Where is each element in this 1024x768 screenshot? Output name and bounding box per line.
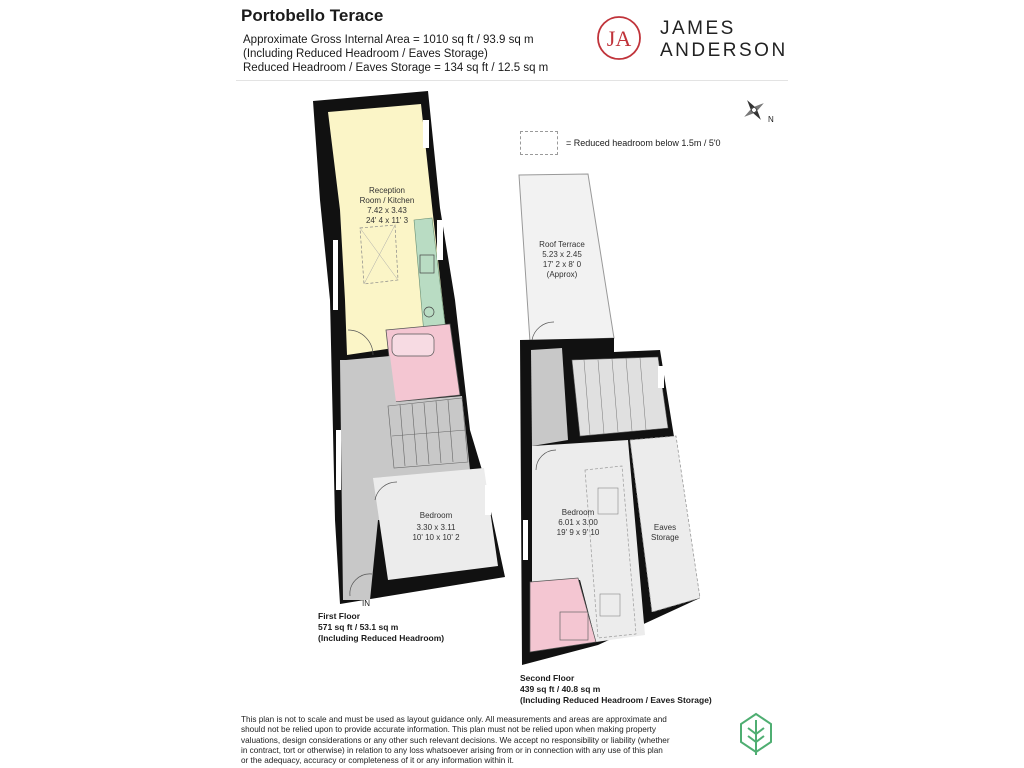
reception-name-1: Reception	[369, 186, 405, 195]
gross-area-note: (Including Reduced Headroom / Eaves Stor…	[243, 48, 488, 60]
second-floor-name: Second Floor	[520, 673, 575, 683]
terrace-name: Roof Terrace	[539, 240, 585, 249]
reduced-headroom-legend-swatch	[520, 131, 558, 155]
first-floor-window	[333, 240, 338, 310]
reception-imperial: 24' 4 x 11' 3	[366, 216, 409, 225]
second-floor-bedroom-floor	[532, 440, 645, 642]
second-floor-skylight	[597, 487, 619, 515]
compass-icon	[744, 100, 764, 120]
first-floor-name: First Floor	[318, 611, 361, 621]
second-floor-shower-room	[529, 577, 597, 653]
area-summary: Approximate Gross Internal Area = 1010 s…	[243, 33, 548, 75]
bedroom-door	[374, 481, 398, 501]
second-floor-caption: Second Floor 439 sq ft / 40.8 sq m (Incl…	[520, 673, 712, 706]
first-floor-window	[423, 120, 429, 148]
compass-north-label: N	[768, 115, 774, 124]
terrace-imperial: 17' 2 x 8' 0	[543, 260, 582, 269]
first-floor-area: 571 sq ft / 53.1 sq m	[318, 622, 399, 632]
bedroom2-metric: 6.01 x 3.00	[558, 518, 598, 527]
bedroom2-name: Bedroom	[562, 508, 595, 517]
entrance-label: IN	[362, 599, 370, 608]
reception-room-floor	[328, 104, 447, 355]
eaves-name-2: Storage	[651, 533, 680, 542]
terrace-note: (Approx)	[547, 270, 578, 279]
bedroom1-name: Bedroom	[420, 511, 453, 520]
disclaimer-text: This plan is not to scale and must be us…	[241, 715, 670, 766]
logo-monogram: JA	[607, 26, 632, 51]
second-floor-note: (Including Reduced Headroom / Eaves Stor…	[520, 695, 712, 705]
agency-name: JAMES ANDERSON	[660, 18, 788, 62]
first-floor-bedroom-floor	[373, 468, 498, 580]
second-floor-skylight	[599, 593, 621, 617]
first-floor-caption: First Floor 571 sq ft / 53.1 sq m (Inclu…	[318, 611, 444, 644]
second-floor-stairs	[571, 356, 669, 437]
terrace-door	[531, 321, 555, 341]
agency-name-line-2: ANDERSON	[660, 40, 788, 61]
kitchen-hob	[423, 306, 435, 318]
agency-name-line-1: JAMES	[660, 18, 736, 39]
bathtub	[391, 333, 435, 357]
property-title: Portobello Terace	[241, 6, 384, 25]
reception-door	[347, 329, 374, 356]
bedroom1-metric: 3.30 x 3.11	[417, 523, 457, 532]
reception-metric: 7.42 x 3.43	[367, 206, 407, 215]
reception-name-2: Room / Kitchen	[360, 196, 415, 205]
agency-logo: JA	[597, 16, 641, 60]
first-floor-note: (Including Reduced Headroom)	[318, 633, 445, 643]
entrance-door	[349, 573, 373, 597]
first-floor-plan: Reception Room / Kitchen 7.42 x 3.43 24'…	[313, 91, 505, 604]
eaves-name-1: Eaves	[654, 523, 676, 532]
second-floor-plan: Roof Terrace 5.23 x 2.45 17' 2 x 8' 0 (A…	[518, 173, 701, 665]
reduced-headroom-legend-text: = Reduced headroom below 1.5m / 5'0	[566, 138, 721, 148]
terrace-metric: 5.23 x 2.45	[542, 250, 582, 259]
tree-logo-icon	[740, 712, 772, 755]
first-floor-window	[485, 485, 491, 515]
header-divider	[236, 80, 788, 81]
first-floor-window	[437, 220, 443, 260]
second-floor-window	[523, 520, 528, 560]
second-floor-window	[658, 366, 664, 388]
second-floor-landing	[531, 348, 568, 446]
first-floor-window	[336, 430, 341, 490]
first-floor-stairs	[387, 397, 469, 469]
eaves-area-line: Reduced Headroom / Eaves Storage = 134 s…	[243, 62, 549, 74]
bedroom1-imperial: 10' 10 x 10' 2	[412, 533, 460, 542]
second-floor-area: 439 sq ft / 40.8 sq m	[520, 684, 601, 694]
eaves-storage-floor	[629, 435, 701, 613]
bedroom2-imperial: 19' 9 x 9' 10	[557, 528, 600, 537]
reduced-headroom-area	[584, 465, 637, 639]
bedroom2-door	[535, 449, 557, 471]
kitchen-sink	[419, 254, 435, 274]
gross-area-line: Approximate Gross Internal Area = 1010 s…	[243, 34, 534, 46]
shower-tray	[559, 611, 589, 641]
